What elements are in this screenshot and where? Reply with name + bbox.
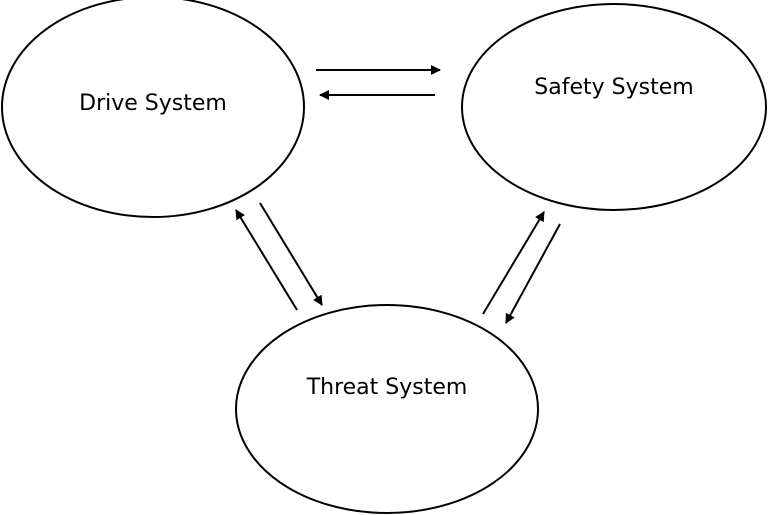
- threat-system-label: Threat System: [306, 375, 468, 400]
- arrow-threat-to-safety: [482, 211, 545, 315]
- safety-system-label: Safety System: [534, 75, 693, 100]
- threat-system-ellipse: [235, 304, 539, 514]
- arrow-drive-to-threat: [259, 202, 323, 306]
- threat-system-node: Threat System: [235, 304, 539, 514]
- arrow-threat-to-drive: [235, 209, 298, 311]
- drive-system-ellipse: [1, 0, 305, 218]
- drive-system-label: Drive System: [79, 91, 227, 116]
- safety-system-ellipse: [461, 3, 767, 211]
- drive-system-node: Drive System: [1, 0, 305, 218]
- arrow-safety-to-threat: [505, 223, 561, 324]
- safety-system-node: Safety System: [461, 3, 767, 211]
